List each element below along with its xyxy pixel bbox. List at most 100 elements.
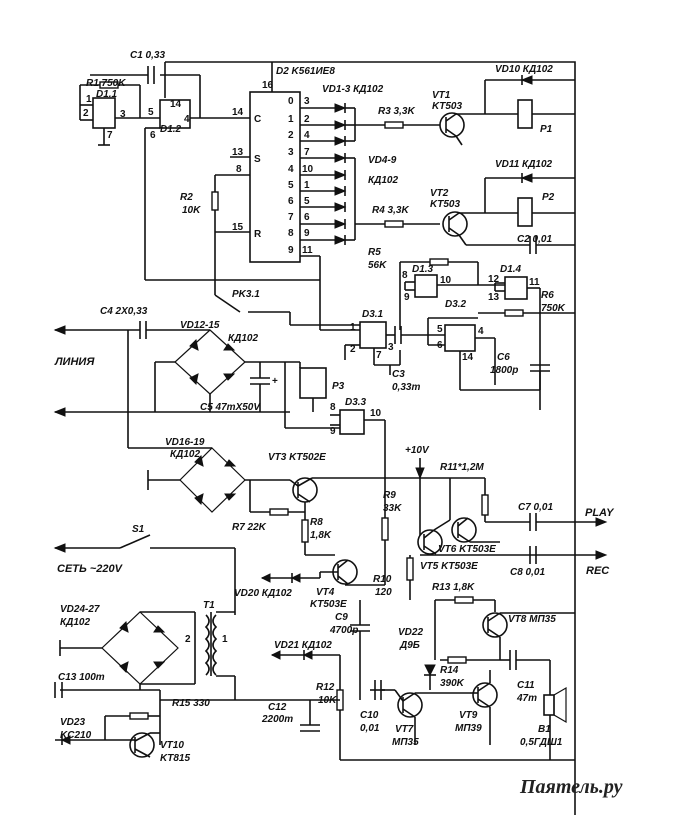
c3-label: C3	[392, 369, 405, 380]
r8-label: R8	[310, 517, 323, 528]
pin-label: 2	[83, 108, 89, 119]
vt9-label: VT9	[459, 710, 478, 721]
relay-p3	[299, 367, 327, 399]
b1-label: B1	[538, 724, 551, 735]
pin-label: S	[254, 154, 261, 165]
pin-label: 2	[350, 344, 356, 355]
pin-label: 5	[148, 107, 154, 118]
t1-label: T1	[203, 600, 215, 611]
d3-3-label: D3.3	[345, 397, 367, 408]
vt2-type: KT503	[430, 199, 460, 210]
vt4-stage	[260, 478, 421, 600]
r5-label: R5	[368, 247, 381, 258]
c6-value: 1800p	[490, 365, 518, 376]
r6-resistor	[504, 309, 524, 317]
r9-resistor	[381, 517, 389, 541]
output-label: 0	[288, 96, 294, 107]
r2-resistor	[211, 191, 219, 211]
audio-amp	[394, 596, 575, 760]
vd16-19-bridge	[147, 447, 305, 516]
p2-label: P2	[542, 192, 555, 203]
vt4-label: VT4	[316, 587, 335, 598]
vd16-19-label: VD16-19	[165, 437, 205, 448]
r11-label: R11*1,2M	[440, 462, 484, 473]
vt10-label: VT10	[160, 740, 184, 751]
d1-3-d1-4	[399, 258, 575, 365]
rec-label: REC	[586, 565, 610, 577]
pin-label: 12	[488, 274, 500, 285]
pin-label: 11	[302, 245, 313, 256]
pin-label: 6	[150, 130, 156, 141]
vt7-label: VT7	[395, 724, 414, 735]
vt8-label: VT8 МП35	[508, 614, 556, 625]
speaker-b1	[543, 694, 555, 716]
pin-label: 10	[370, 408, 382, 419]
r10-label: R10	[373, 574, 392, 585]
play-label: PLAY	[585, 507, 615, 519]
pin-label: 3	[388, 342, 394, 353]
output-label: 8	[288, 228, 294, 239]
linia-label: ЛИНИЯ	[54, 356, 95, 368]
vt1-label: VT1	[432, 90, 451, 101]
pin-label: 14	[462, 352, 474, 363]
pin-label: 3	[120, 109, 126, 120]
p3-label: P3	[332, 381, 345, 392]
r13-label: R13 1,8K	[432, 582, 475, 593]
pin-label: 16	[262, 80, 274, 91]
t1-secondary	[212, 614, 218, 676]
vd21-label: VD21 КД102	[274, 640, 332, 651]
r15-label: R15 330	[172, 698, 210, 709]
pk3-1-label: PK3.1	[232, 289, 260, 300]
counter-outputs: 0 1 2 3 4 5 6 7 8 9 3 2 4 7 10 1 5 6 9 1…	[288, 96, 335, 330]
vd1-3-label: VD1-3 КД102	[322, 84, 384, 95]
c13-label: C13 100m	[58, 672, 105, 683]
output-label: 9	[288, 245, 294, 256]
c10-label: C10	[360, 710, 379, 721]
t1-primary	[204, 614, 210, 676]
vd10-label: VD10 КД102	[495, 64, 553, 75]
output-label: 5	[288, 180, 294, 191]
pin-label: 7	[304, 147, 310, 158]
pk3-1-switch	[145, 279, 360, 331]
vd4-9-diodes	[334, 153, 440, 245]
output-label: 2	[288, 130, 294, 141]
vd24-27-label: VD24-27	[60, 604, 100, 615]
vt3-label: VT3 KT502E	[268, 452, 326, 463]
d1-2-gate	[159, 99, 191, 129]
r8-value: 1,8K	[310, 530, 332, 541]
timer-d1	[79, 75, 225, 280]
vt10-type: KT815	[160, 753, 190, 764]
vt2-p2	[442, 108, 576, 815]
c9-value: 4700p	[329, 625, 358, 636]
vt8-transistor	[482, 612, 508, 638]
pin-label: R	[254, 229, 262, 240]
d3-2-gate	[444, 324, 476, 352]
d1-2-label: D1.2	[160, 124, 182, 135]
r1-label: R1 750K	[86, 78, 126, 89]
output-label: 1	[288, 114, 294, 125]
vd16-19-type: КД102	[170, 449, 200, 460]
d1-1-gate	[92, 97, 116, 129]
pin-label: 14	[232, 107, 244, 118]
plus10-label: +10V	[405, 445, 430, 456]
r12-value: 10K	[318, 695, 337, 706]
pin-label: 13	[232, 147, 244, 158]
c11-value: 47m	[516, 693, 537, 704]
output-label: 4	[288, 164, 294, 175]
pin-label: 4	[184, 114, 190, 125]
pin-label: 8	[236, 164, 242, 175]
relay-p1	[517, 99, 533, 129]
d1-1-label: D1.1	[96, 89, 118, 100]
watermark-logo: Паятель.ру	[519, 776, 623, 798]
c5-label: C5 47mX50V	[200, 402, 261, 413]
pin-label: 9	[404, 292, 410, 303]
pin-label: 8	[402, 270, 408, 281]
pin-label: 15	[232, 222, 244, 233]
bridge-vd16-19	[179, 447, 246, 513]
r6-value: 750K	[541, 303, 566, 314]
relay-p2	[517, 197, 533, 227]
vd12-15-type: КД102	[228, 333, 258, 344]
r4-label: R4 3,3K	[372, 205, 409, 216]
r12-label: R12	[316, 682, 335, 693]
